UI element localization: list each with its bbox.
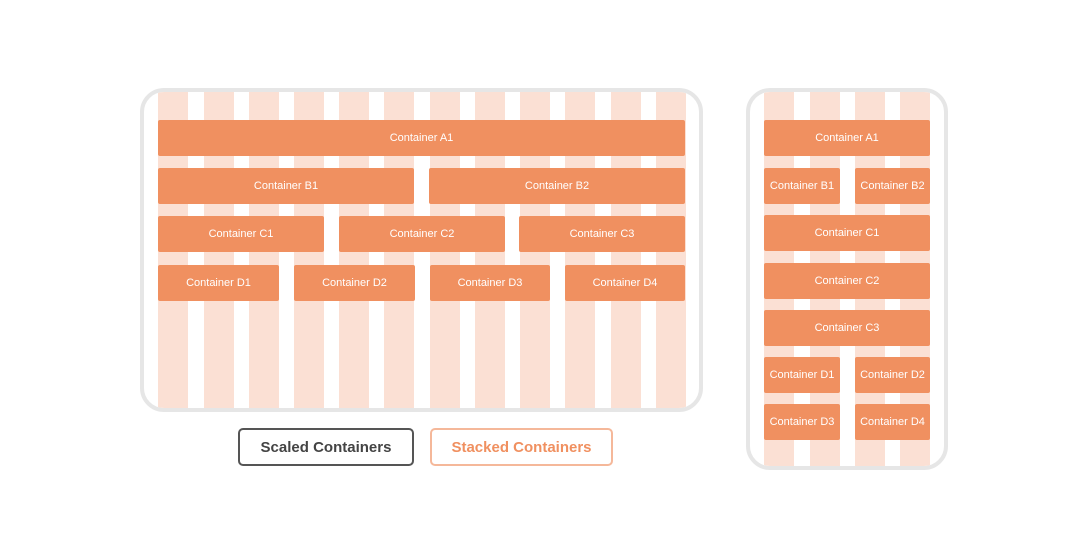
container-a1: Container A1 (764, 120, 930, 156)
stacked-layout-frame: Container A1 Container B1 Container B2 C… (746, 88, 948, 470)
container-d2: Container D2 (855, 357, 930, 393)
container-c3: Container C3 (764, 310, 930, 346)
scaled-layout-frame: Container A1 Container B1 Container B2 C… (140, 88, 703, 412)
container-d1: Container D1 (764, 357, 840, 393)
container-b1: Container B1 (158, 168, 414, 204)
container-c3: Container C3 (519, 216, 685, 252)
container-d2: Container D2 (294, 265, 415, 301)
stacked-containers-label: Stacked Containers (430, 428, 613, 466)
container-c1: Container C1 (158, 216, 324, 252)
container-d3: Container D3 (764, 404, 840, 440)
container-c2: Container C2 (764, 263, 930, 299)
container-b2: Container B2 (429, 168, 685, 204)
container-b2: Container B2 (855, 168, 930, 204)
container-a1: Container A1 (158, 120, 685, 156)
container-b1: Container B1 (764, 168, 840, 204)
container-d4: Container D4 (565, 265, 685, 301)
container-c2: Container C2 (339, 216, 505, 252)
container-d3: Container D3 (430, 265, 550, 301)
container-c1: Container C1 (764, 215, 930, 251)
container-d1: Container D1 (158, 265, 279, 301)
container-d4: Container D4 (855, 404, 930, 440)
scaled-containers-label: Scaled Containers (238, 428, 414, 466)
